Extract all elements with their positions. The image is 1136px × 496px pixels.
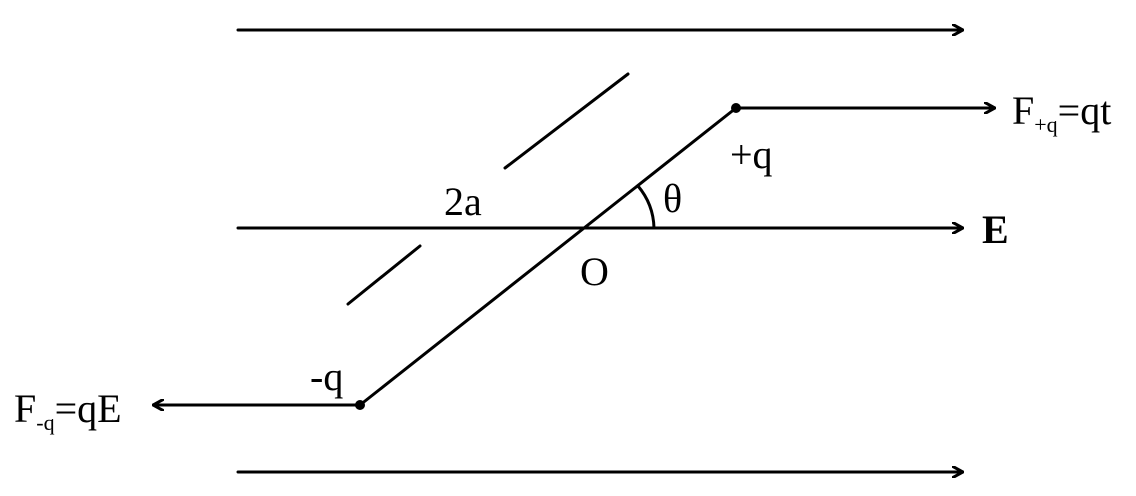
positive-charge-label: +q: [730, 132, 773, 177]
force-positive-main: F: [1012, 88, 1034, 133]
length-label: 2a: [444, 179, 482, 224]
force-positive-rest: =qt: [1058, 88, 1112, 133]
force-negative-label: F-q=qE: [14, 386, 122, 435]
force-negative-rest: =qE: [55, 386, 122, 431]
force-negative-sub: -q: [36, 410, 54, 435]
length-dimension-lower: [346, 244, 422, 306]
origin-label: O: [580, 249, 609, 294]
field-label: E: [982, 207, 1009, 252]
negative-charge-label: -q: [310, 354, 343, 399]
force-positive-label: F+q=qt: [1012, 88, 1111, 137]
length-dimension-upper: [503, 72, 630, 170]
force-positive-sub: +q: [1034, 112, 1057, 137]
angle-arc: [636, 184, 656, 230]
dipole-rod: [358, 106, 738, 407]
angle-label: θ: [663, 176, 682, 221]
force-negative-main: F: [14, 386, 36, 431]
